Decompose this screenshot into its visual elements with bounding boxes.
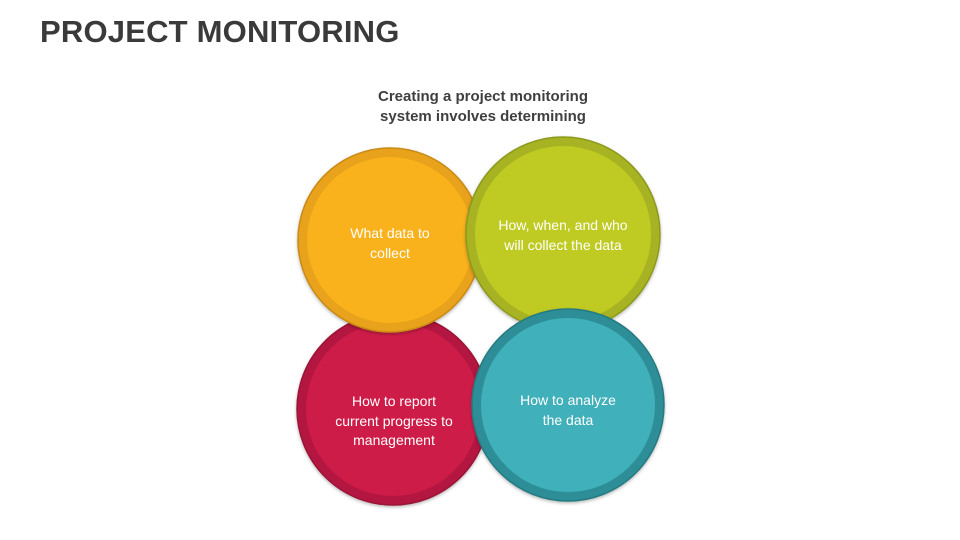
circle-how-when-who <box>465 136 661 332</box>
label-what-data: What data to collect <box>350 225 430 261</box>
circle-how-report <box>296 312 490 506</box>
circle-how-analyze <box>471 308 665 502</box>
label-how-report: How to report current progress to manage… <box>335 393 453 448</box>
diagram-subtitle: Creating a project monitoring system inv… <box>330 87 636 127</box>
subtitle-line-1: Creating a project monitoring <box>377 88 588 105</box>
circle-how-report-fill <box>306 322 480 496</box>
subtitle-line-2: system involves determining <box>380 108 586 125</box>
circle-how-when-who-fill <box>475 146 651 322</box>
circle-what-data-fill <box>307 157 473 323</box>
slide-title: PROJECT MONITORING <box>40 14 400 49</box>
label-how-when-who: How, when, and who will collect the data <box>498 217 628 253</box>
circle-how-analyze-fill <box>481 318 655 492</box>
label-how-analyze: How to analyze the data <box>520 392 616 428</box>
circle-what-data <box>297 147 483 333</box>
